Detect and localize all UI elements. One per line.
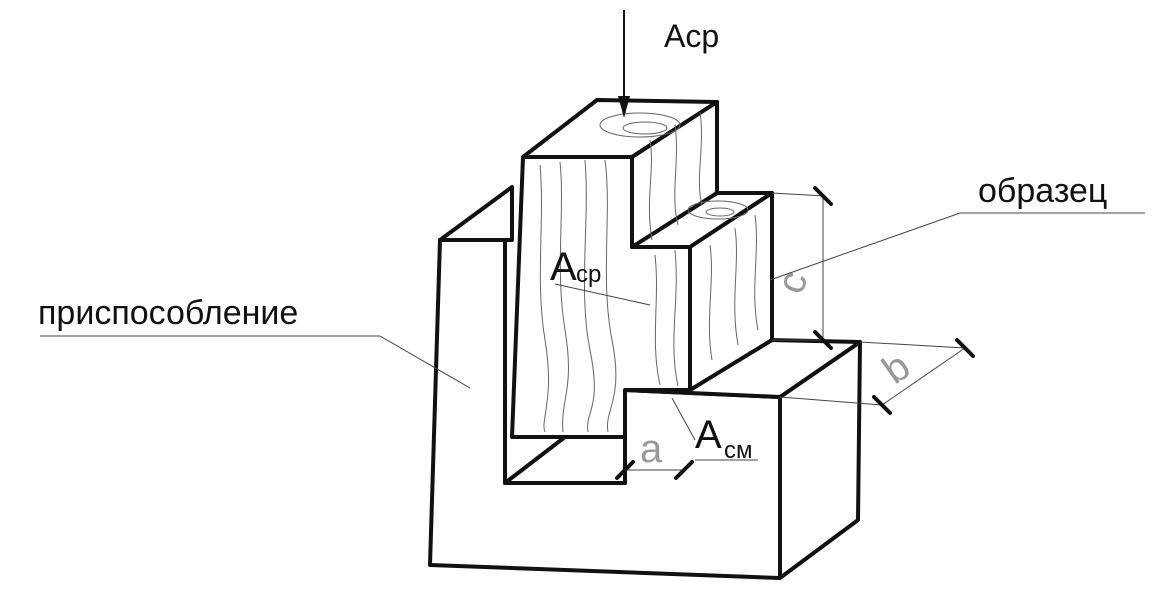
specimen-leader	[769, 212, 961, 281]
shear-area-label-sub: ср	[576, 261, 601, 288]
fixture-label: приспособление	[38, 294, 298, 332]
top-load-label: Aср	[664, 18, 719, 54]
shear-area-label-main: A	[550, 245, 577, 289]
dimension-a-label: a	[640, 427, 663, 471]
load-arrow	[618, 10, 630, 118]
fixture-slot-floor	[503, 435, 627, 485]
dimension-a	[615, 460, 694, 480]
fixture-leader	[379, 335, 471, 389]
shear-area-leader	[554, 283, 651, 306]
specimen	[510, 98, 774, 439]
dimension-c	[771, 186, 833, 350]
dimension-b-label: b	[875, 344, 918, 393]
crush-area-leader	[671, 397, 696, 441]
dimension-b	[779, 338, 975, 415]
crush-area-label-sub: см	[724, 437, 753, 464]
fixture-back-wall-top	[438, 185, 514, 242]
dimension-c-label: c	[768, 265, 816, 299]
wood-grain	[539, 111, 759, 433]
crush-area-label-main: A	[695, 413, 722, 457]
specimen-label: образец	[978, 172, 1107, 210]
